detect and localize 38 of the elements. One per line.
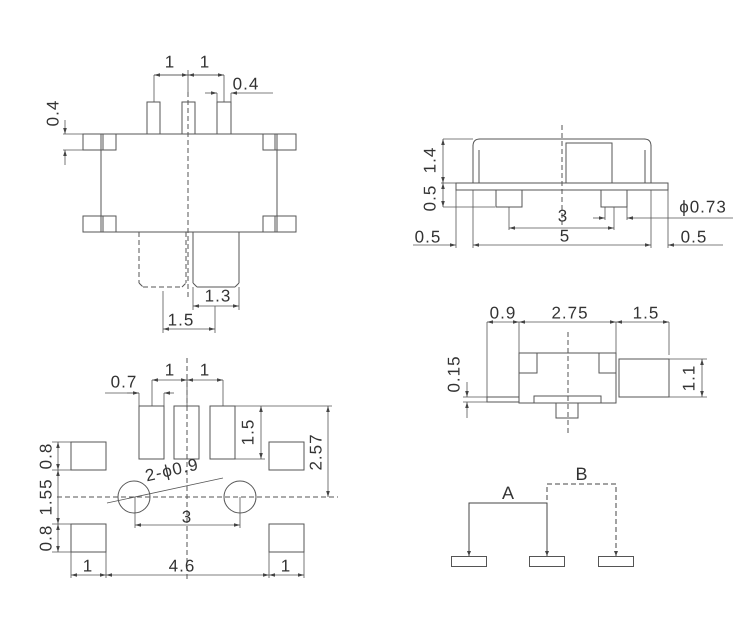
dimension-label: 0.8 <box>38 524 54 552</box>
dimension-label: 1 <box>200 54 210 70</box>
edge-label: B <box>574 465 588 483</box>
dimension-label: 1.4 <box>422 146 438 174</box>
dimension-label: 1.5 <box>168 312 194 328</box>
dimension-label: 1.55 <box>38 478 54 516</box>
dimension-label: 1 <box>200 362 210 378</box>
dimension-label: 2.75 <box>551 304 589 322</box>
dimension-label: 3 <box>182 508 192 526</box>
dimension-label: 1 <box>82 558 94 574</box>
dimension-label: 1.5 <box>240 418 256 446</box>
terminal-pad <box>529 556 565 567</box>
dimension-label: ϕ0.73 <box>679 198 727 216</box>
dimension-label: 4.6 <box>168 558 196 574</box>
terminal-pad <box>598 556 634 567</box>
dimension-label: 0.5 <box>422 184 438 212</box>
contact-line <box>546 484 618 556</box>
dimension-label: 0.5 <box>414 228 442 246</box>
dimension-label: 1 <box>164 362 176 378</box>
dimension-label: 1.1 <box>680 364 698 392</box>
dimension-label: 3 <box>558 208 568 224</box>
dimension-label: 1 <box>280 558 292 574</box>
dimension-label: 2.57 <box>308 433 324 471</box>
dimension-label: 5 <box>560 228 570 244</box>
dimension-label: 1.3 <box>204 288 232 304</box>
dimension-label: 0.4 <box>44 100 62 126</box>
terminal-pad <box>451 556 487 567</box>
dimension-label: 2-ϕ0.9 <box>144 456 200 484</box>
dimension-label: 0.8 <box>38 442 54 470</box>
dimension-label: 1.5 <box>632 304 660 322</box>
contact-line <box>467 502 549 556</box>
edge-label: A <box>501 484 515 502</box>
dimension-label: 0.9 <box>490 304 516 322</box>
dimension-label: 0.4 <box>232 76 260 92</box>
dimension-label: 1 <box>164 54 176 70</box>
dimension-label: 0.5 <box>680 228 708 246</box>
dimension-label: 0.15 <box>446 355 462 393</box>
dimension-label: 0.7 <box>110 374 138 390</box>
